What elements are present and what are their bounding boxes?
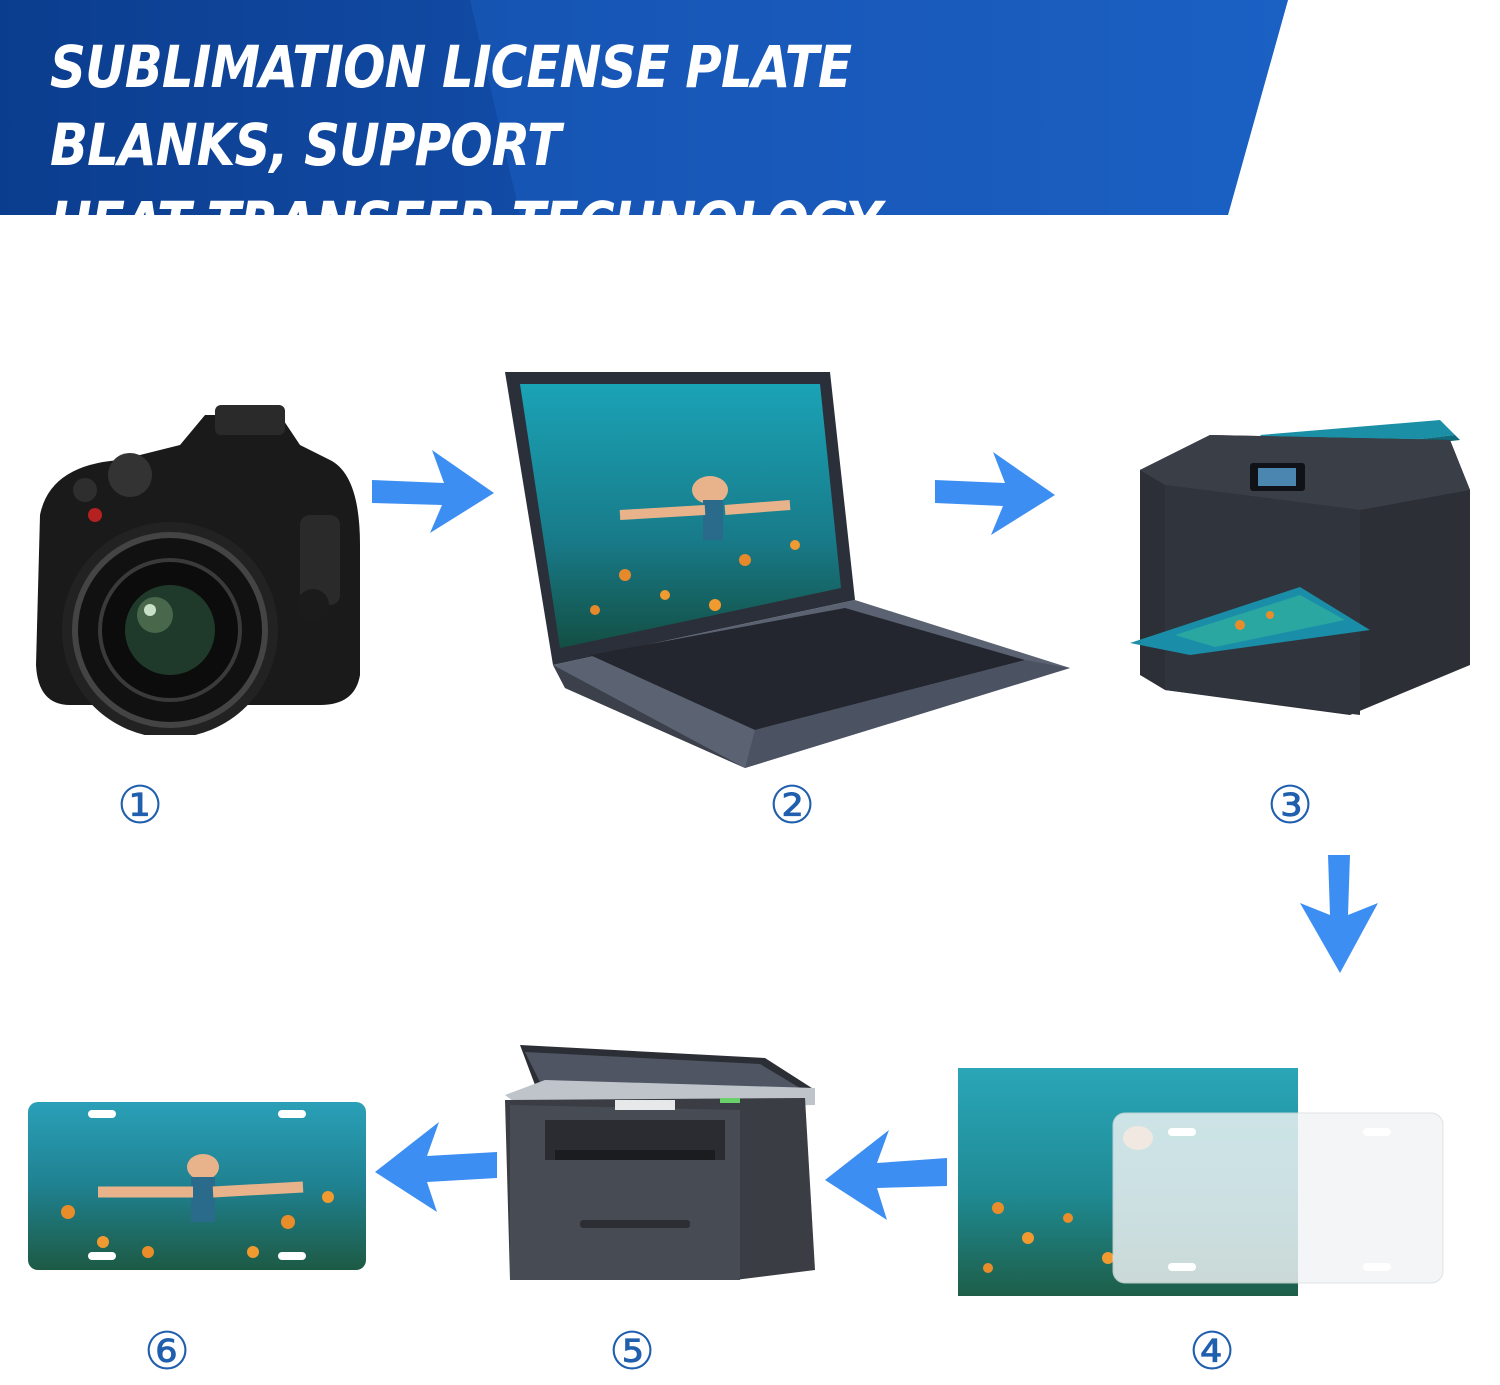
arrow-right-icon bbox=[372, 450, 494, 533]
step-number-5: ⑤ bbox=[608, 1322, 656, 1382]
step-number-6: ⑥ bbox=[143, 1322, 191, 1382]
arrow-left-icon bbox=[375, 1122, 497, 1212]
headline: SUBLIMATION LICENSE PLATE BLANKS, SUPPOR… bbox=[50, 28, 1082, 262]
headline-line-2: HEAT TRANSFER TECHNOLOGY. bbox=[50, 189, 892, 257]
banner-background bbox=[0, 0, 1288, 215]
step-number-2: ② bbox=[768, 776, 816, 836]
headline-line-1: SUBLIMATION LICENSE PLATE BLANKS, SUPPOR… bbox=[50, 33, 852, 179]
step-number-1: ① bbox=[116, 776, 164, 836]
transfer-paper-and-blank-plate-icon bbox=[958, 1068, 1458, 1298]
header-banner: SUBLIMATION LICENSE PLATE BLANKS, SUPPOR… bbox=[0, 0, 1500, 257]
heat-press-printer-icon bbox=[505, 1040, 820, 1285]
camera-icon bbox=[30, 405, 365, 735]
step-number-4: ④ bbox=[1188, 1322, 1236, 1382]
arrow-left-icon bbox=[825, 1130, 947, 1220]
arrow-right-icon bbox=[935, 452, 1055, 535]
laptop-icon bbox=[505, 370, 1075, 770]
finished-license-plate-icon bbox=[28, 1102, 368, 1272]
inkjet-printer-icon bbox=[1130, 415, 1475, 720]
arrow-down-icon bbox=[1300, 855, 1378, 973]
step-number-3: ③ bbox=[1266, 776, 1314, 836]
